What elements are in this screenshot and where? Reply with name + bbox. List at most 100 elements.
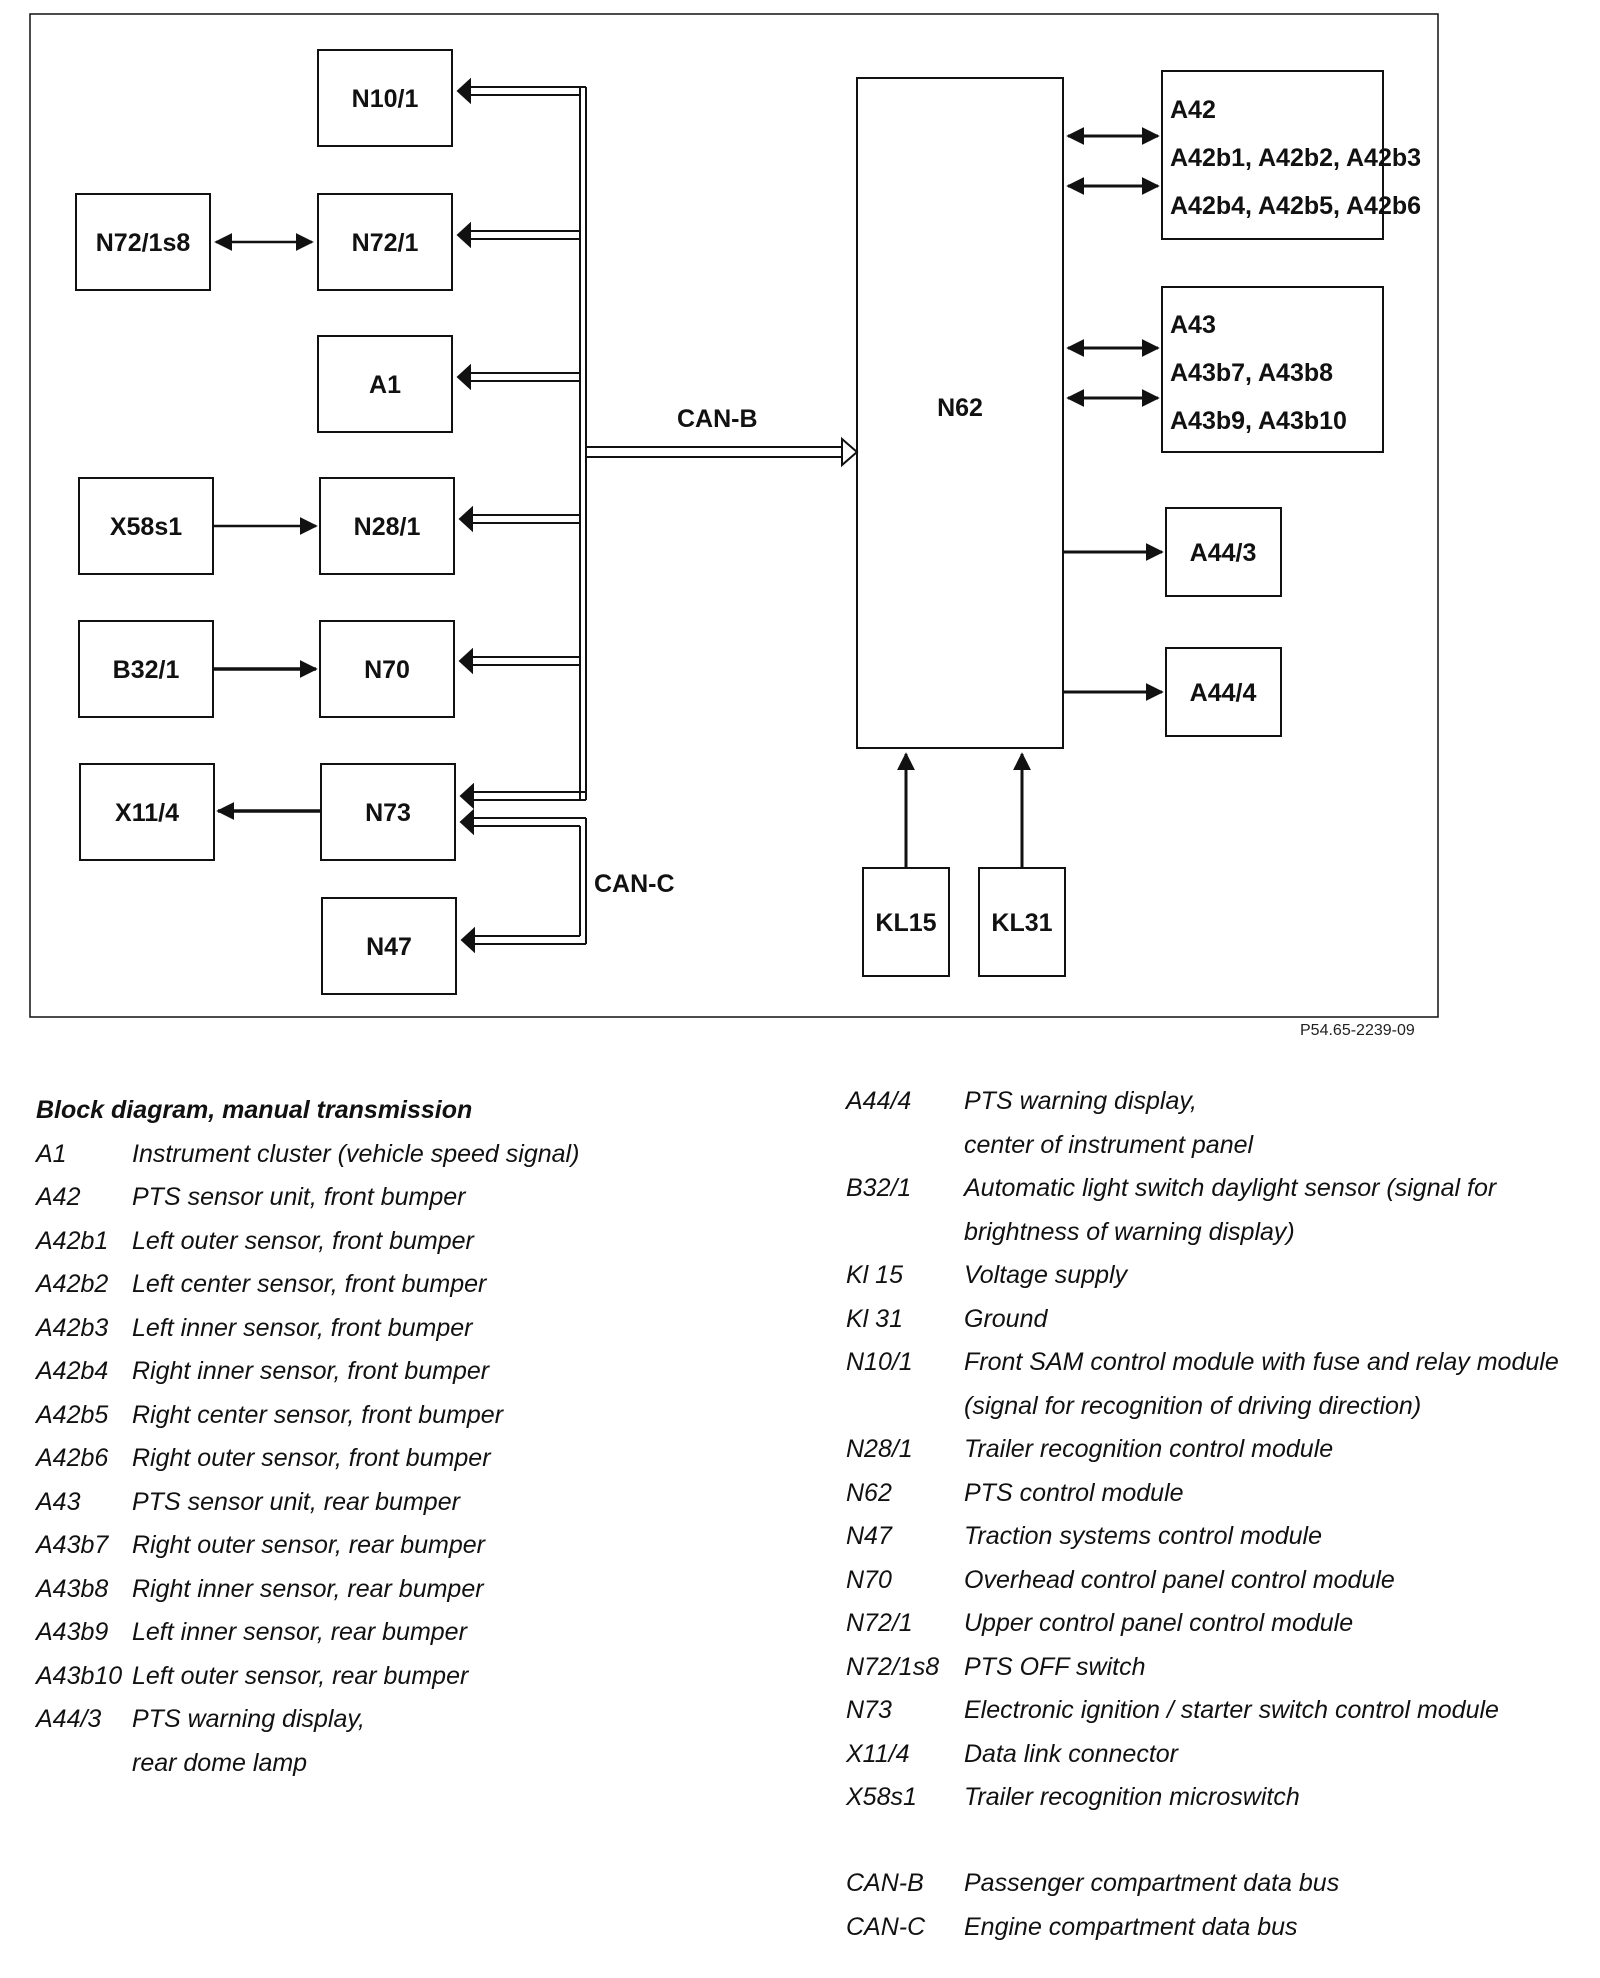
legend-code: N72/1 <box>846 1609 913 1637</box>
legend-description: Electronic ignition / starter switch con… <box>964 1696 1499 1724</box>
legend-description: PTS sensor unit, rear bumper <box>132 1487 460 1516</box>
box-a43-line1: A43 <box>1170 311 1216 339</box>
box-a43-line3: A43b9, A43b10 <box>1170 407 1347 435</box>
block-diagram: N10/1 N72/1s8 N72/1 A1 X58s1 N28/1 B32/1… <box>29 13 1439 1018</box>
legend-code: A42b5 <box>36 1400 109 1429</box>
box-a43-line2: A43b7, A43b8 <box>1170 359 1333 387</box>
legend-description: Left inner sensor, rear bumper <box>132 1618 467 1646</box>
box-a42-line2: A42b1, A42b2, A42b3 <box>1170 144 1421 172</box>
legend-description: Trailer recognition microswitch <box>964 1783 1300 1811</box>
legend-entry: A43 PTS sensor unit, rear bumper <box>36 1481 796 1525</box>
legend-description: Right center sensor, front bumper <box>132 1400 504 1429</box>
legend-code: A42b6 <box>36 1444 109 1472</box>
box-b32-1: B32/1 <box>78 620 214 718</box>
box-n62-label: N62 <box>937 394 983 422</box>
legend-left: Block diagram, manual transmission A1 Ins… <box>36 1089 796 1785</box>
legend-code: N62 <box>846 1478 892 1507</box>
legend-description: Left outer sensor, rear bumper <box>132 1661 469 1690</box>
diagram-frame <box>29 13 1439 1018</box>
box-a1-label: A1 <box>369 371 401 399</box>
box-a42: A42 A42b1, A42b2, A42b3 A42b4, A42b5, A4… <box>1161 70 1421 240</box>
box-n73: N73 <box>320 763 456 861</box>
right-connectors <box>897 127 1164 868</box>
legend-description: PTS warning display, center of instrumen… <box>964 1087 1254 1159</box>
legend-entry: X11/4 Data link connector <box>846 1733 1586 1777</box>
legend-entry: A42b5 Right center sensor, front bumper <box>36 1394 796 1438</box>
legend-description: PTS warning display, rear dome lamp <box>132 1705 365 1777</box>
box-a43: A43 A43b7, A43b8 A43b9, A43b10 <box>1161 286 1384 453</box>
box-n70: N70 <box>319 620 455 718</box>
can-b-label: CAN-B <box>677 405 758 433</box>
legend-code: A1 <box>36 1139 67 1168</box>
legend-description: PTS OFF switch <box>964 1652 1146 1681</box>
legend-code: B32/1 <box>846 1174 912 1202</box>
legend-description: Left outer sensor, front bumper <box>132 1226 474 1255</box>
box-a44-4-label: A44/4 <box>1190 679 1257 707</box>
legend-description: Trailer recognition control module <box>964 1435 1334 1463</box>
box-kl31: KL31 <box>978 867 1066 977</box>
box-n72-1: N72/1 <box>317 193 453 291</box>
legend-code: A43b9 <box>36 1618 109 1646</box>
legend-description: Passenger compartment data bus <box>964 1869 1340 1897</box>
figure-id: P54.65-2239-09 <box>1300 1022 1415 1039</box>
box-n28-1: N28/1 <box>319 477 455 575</box>
box-n70-label: N70 <box>364 656 410 684</box>
box-x58s1-label: X58s1 <box>110 513 182 541</box>
box-kl31-label: KL31 <box>991 909 1052 937</box>
legend-description: Left center sensor, front bumper <box>132 1270 487 1298</box>
legend-entry: Kl 15 Voltage supply <box>846 1254 1586 1298</box>
legend-code: N73 <box>846 1696 892 1724</box>
legend-entry: N73 Electronic ignition / starter switch … <box>846 1689 1586 1733</box>
legend-description: Instrument cluster (vehicle speed signal… <box>132 1139 580 1168</box>
legend-code: Kl 15 <box>846 1261 903 1289</box>
legend-entry: A43b9 Left inner sensor, rear bumper <box>36 1611 796 1655</box>
box-kl15: KL15 <box>862 867 950 977</box>
legend-description: Voltage supply <box>964 1261 1128 1289</box>
legend-description: Left inner sensor, front bumper <box>132 1313 473 1342</box>
legend-description: Right inner sensor, front bumper <box>132 1357 490 1385</box>
legend-title: Block diagram, manual transmission <box>36 1096 473 1124</box>
box-n47: N47 <box>321 897 457 995</box>
box-n47-label: N47 <box>366 933 412 961</box>
box-x11-4: X11/4 <box>79 763 215 861</box>
legend-code: X58s1 <box>846 1783 917 1811</box>
legend-entry: X58s1 Trailer recognition microswitch <box>846 1776 1586 1820</box>
legend-entry: N28/1 Trailer recognition control module <box>846 1428 1586 1472</box>
legend-code: A43b8 <box>36 1574 109 1603</box>
box-a44-4: A44/4 <box>1165 647 1282 737</box>
box-n72-1s8: N72/1s8 <box>75 193 211 291</box>
legend-description: Right inner sensor, rear bumper <box>132 1574 484 1603</box>
legend-code: N10/1 <box>846 1348 913 1376</box>
legend-description: Right outer sensor, rear bumper <box>132 1531 485 1559</box>
legend-code: X11/4 <box>846 1739 910 1768</box>
box-a1: A1 <box>317 335 453 433</box>
legend-code: A42b4 <box>36 1357 109 1385</box>
box-n62: N62 <box>856 77 1064 749</box>
can-c-label: CAN-C <box>594 870 675 898</box>
legend-code: A43 <box>36 1487 81 1516</box>
box-n72-1-label: N72/1 <box>352 229 419 257</box>
legend-description: Front SAM control module with fuse and r… <box>964 1348 1559 1420</box>
legend-code: Kl 31 <box>846 1304 903 1333</box>
legend-code: N70 <box>846 1565 892 1594</box>
legend-code: A42 <box>36 1183 81 1211</box>
legend-description: Data link connector <box>964 1739 1179 1768</box>
legend-entry: A1 Instrument cluster (vehicle speed sign… <box>36 1133 796 1177</box>
legend-code: A43b10 <box>36 1661 123 1690</box>
legend-code: N28/1 <box>846 1435 913 1463</box>
